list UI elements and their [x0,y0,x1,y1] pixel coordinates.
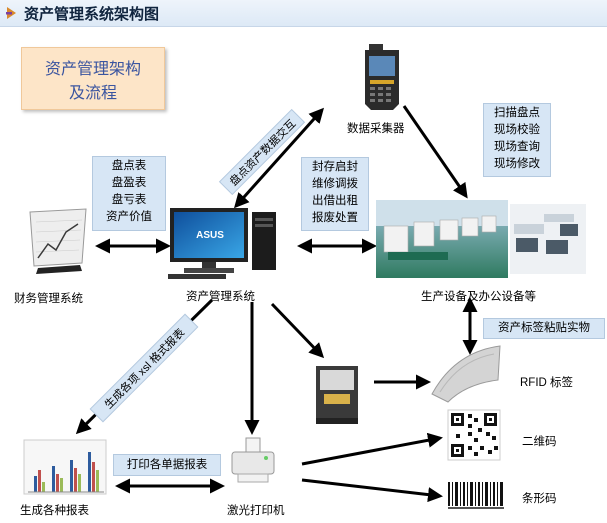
intro-box: 资产管理架构 及流程 [21,47,165,110]
page-title: 资产管理系统架构图 [24,6,160,23]
finance-item: 盘点表 [111,160,147,172]
reports-chart-icon [23,439,107,495]
svg-text:ASUS: ASUS [196,230,224,241]
label-asset-system: 资产管理系统 [186,291,255,303]
arrow-collector-to-equipment [402,105,468,199]
title-arrow-icon [6,7,16,19]
asset-computer-icon: ASUS [168,208,276,279]
arrow-printer-to-barcode [301,478,443,503]
arrow-system-to-collector [233,107,325,209]
rotated-label-xls: 生成各项 xsl 格式报表 [101,325,187,411]
label-data-collector: 数据采集器 [347,123,405,135]
label-barcode: 条形码 [522,493,557,505]
field-op: 扫描盘点 [494,107,540,119]
finance-items-box: 盘点表 盘盈表 盘亏表 资产价值 [92,156,166,231]
field-op: 现场修改 [494,158,540,170]
tag-attach-box: 资产标签粘贴实物 [483,318,605,339]
field-op: 现场查询 [494,141,540,153]
equipment-image [376,200,586,278]
label-rfid-tag: RFID 标签 [520,377,574,389]
label-equipment: 生产设备及办公设备等 [421,291,536,303]
rfid-tag-image [431,345,501,403]
finance-monitor-icon [29,208,87,274]
qr-code-image [447,409,501,461]
field-op: 现场校验 [494,124,540,136]
label-finance-system: 财务管理系统 [14,293,83,305]
data-collector-icon [365,44,399,110]
finance-item: 资产价值 [106,211,152,223]
intro-line1: 资产管理架构 [44,61,141,78]
field-ops-box: 扫描盘点 现场校验 现场查询 现场修改 [483,103,551,177]
equipment-ops-box: 封存启封 维修调拨 出借出租 报废处置 [301,157,369,231]
label-qr-code: 二维码 [522,436,557,448]
finance-item: 盘亏表 [111,194,147,206]
print-docs-box: 打印各单据报表 [113,454,221,476]
equipment-op: 出借出租 [312,195,358,207]
label-reports: 生成各种报表 [20,505,89,517]
finance-item: 盘盈表 [111,177,147,189]
label-laser-printer: 激光打印机 [227,505,285,517]
laser-printer-icon [231,437,275,483]
tag-printer-icon [316,366,358,424]
title-bar [0,0,607,27]
equipment-op: 维修调拨 [312,178,358,190]
arrow-system-to-tagprinter [270,302,325,359]
equipment-op: 封存启封 [312,161,358,173]
barcode-image [446,482,506,510]
intro-line2: 及流程 [68,85,117,102]
equipment-op: 报废处置 [312,212,358,224]
arrow-printer-to-qr [301,432,443,466]
